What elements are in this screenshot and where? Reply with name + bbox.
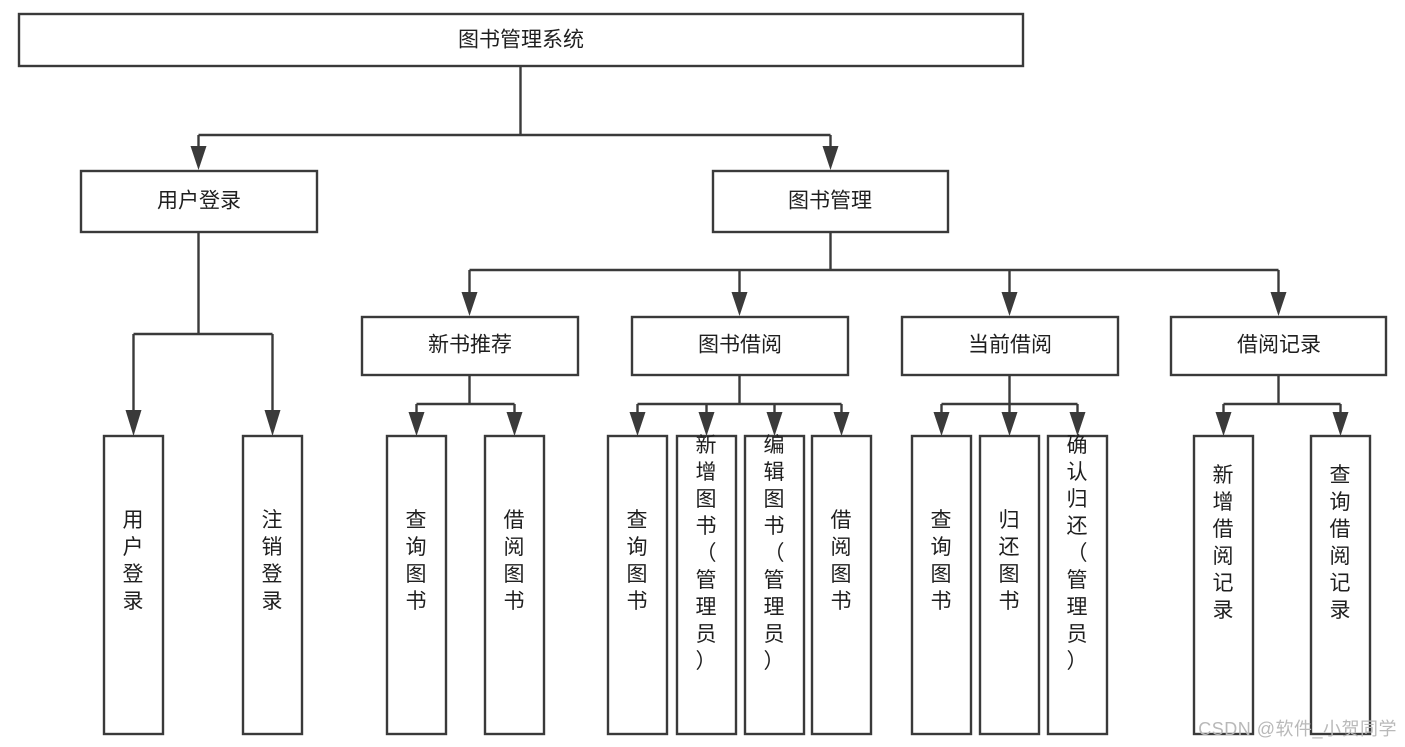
node-user-login-box[interactable] [79, 169, 319, 234]
node-leaf-query-book-2-box[interactable] [606, 434, 669, 736]
node-leaf-query-book-3-box[interactable] [910, 434, 973, 736]
arrow-head-leaf-query-book-2 [629, 412, 646, 436]
node-leaf-user-logout[interactable]: 注销登录 [241, 434, 304, 736]
node-leaf-borrow-book-1[interactable]: 借阅图书 [483, 434, 546, 736]
arrow-head-leaf-borrow-book-2 [833, 412, 850, 436]
node-book-manage-box[interactable] [711, 169, 950, 234]
node-borrow-record-box[interactable] [1169, 315, 1388, 377]
arrow-head-leaf-add-record [1215, 412, 1232, 436]
arrow-head-leaf-return-book [1001, 412, 1018, 436]
node-leaf-query-book-1-box[interactable] [385, 434, 448, 736]
node-root-box[interactable] [17, 12, 1025, 68]
arrow-head-book-borrow [731, 292, 748, 316]
node-book-manage[interactable]: 图书管理 [711, 169, 950, 234]
node-leaf-user-logout-label: 注销登录 [262, 509, 283, 613]
node-leaf-edit-book[interactable]: 编辑图书（管理员） [743, 434, 806, 736]
connector-group-book-borrow-to-leaves [629, 375, 850, 436]
node-leaf-borrow-book-2-label: 借阅图书 [831, 509, 852, 613]
node-root-label: 图书管理系统 [458, 29, 584, 52]
connector-group-new-book-rec-to-leaves [408, 375, 523, 436]
node-new-book-rec-label: 新书推荐 [428, 334, 512, 357]
connector-group-user-login-to-leaves [125, 232, 281, 436]
node-current-borrow[interactable]: 当前借阅 [900, 315, 1120, 377]
arrow-head-current-borrow [1001, 292, 1018, 316]
node-leaf-return-book-label: 归还图书 [999, 509, 1020, 613]
arrow-head-leaf-query-record [1332, 412, 1349, 436]
node-leaf-return-book-box[interactable] [978, 434, 1041, 736]
node-leaf-confirm-return-box[interactable] [1046, 434, 1109, 736]
connector-group-root-to-level2 [190, 66, 839, 170]
connector-group-book-manage-to-level3 [461, 232, 1287, 316]
connector-group-borrow-record-to-leaves [1215, 375, 1349, 436]
node-leaf-borrow-book-2-box[interactable] [810, 434, 873, 736]
node-leaf-query-book-3[interactable]: 查询图书 [910, 434, 973, 736]
node-leaf-add-book-label: 新增图书（管理员） [696, 434, 717, 673]
node-book-borrow-label: 图书借阅 [698, 334, 782, 357]
arrow-head-leaf-borrow-book-1 [506, 412, 523, 436]
connector-group-current-borrow-to-leaves [933, 375, 1086, 436]
node-leaf-add-record[interactable]: 新增借阅记录 [1192, 434, 1255, 736]
node-leaf-confirm-return-label: 确认归还（管理员） [1067, 434, 1088, 673]
node-leaf-borrow-book-1-box[interactable] [483, 434, 546, 736]
node-root[interactable]: 图书管理系统 [17, 12, 1025, 68]
csdn-watermark: CSDN @软件_小贺同学 [1198, 719, 1397, 739]
arrow-head-book-manage [822, 146, 839, 170]
arrow-head-leaf-query-book-1 [408, 412, 425, 436]
node-leaf-user-login-label: 用户登录 [123, 509, 144, 613]
node-leaf-borrow-book-2[interactable]: 借阅图书 [810, 434, 873, 736]
node-leaf-add-record-label: 新增借阅记录 [1213, 464, 1234, 622]
arrow-head-new-book-rec [461, 292, 478, 316]
node-leaf-query-book-2[interactable]: 查询图书 [606, 434, 669, 736]
node-leaf-edit-book-label: 编辑图书（管理员） [764, 434, 785, 673]
node-leaf-return-book[interactable]: 归还图书 [978, 434, 1041, 736]
arrow-head-leaf-user-login [125, 410, 142, 436]
node-leaf-query-book-2-label: 查询图书 [627, 509, 648, 613]
node-new-book-rec-box[interactable] [360, 315, 580, 377]
arrow-head-leaf-edit-book [766, 412, 783, 436]
arrow-head-leaf-user-logout [264, 410, 281, 436]
node-leaf-borrow-book-1-label: 借阅图书 [504, 509, 525, 613]
node-user-login-label: 用户登录 [157, 190, 241, 213]
node-leaf-query-book-1[interactable]: 查询图书 [385, 434, 448, 736]
node-book-borrow[interactable]: 图书借阅 [630, 315, 850, 377]
node-book-manage-label: 图书管理 [788, 190, 872, 213]
node-current-borrow-label: 当前借阅 [968, 334, 1052, 357]
node-new-book-rec[interactable]: 新书推荐 [360, 315, 580, 377]
node-leaf-user-login[interactable]: 用户登录 [102, 434, 165, 736]
node-leaf-query-record-box[interactable] [1309, 434, 1372, 736]
node-borrow-record-label: 借阅记录 [1237, 334, 1321, 357]
node-book-borrow-box[interactable] [630, 315, 850, 377]
arrow-head-leaf-add-book [698, 412, 715, 436]
node-leaf-confirm-return[interactable]: 确认归还（管理员） [1046, 434, 1109, 736]
node-leaf-add-record-box[interactable] [1192, 434, 1255, 736]
node-leaf-query-book-3-label: 查询图书 [931, 509, 952, 613]
node-leaf-user-logout-box[interactable] [241, 434, 304, 736]
arrow-head-borrow-record [1270, 292, 1287, 316]
node-leaf-query-record[interactable]: 查询借阅记录 [1309, 434, 1372, 736]
node-current-borrow-box[interactable] [900, 315, 1120, 377]
arrow-head-user-login [190, 146, 207, 170]
node-user-login[interactable]: 用户登录 [79, 169, 319, 234]
node-leaf-edit-book-box[interactable] [743, 434, 806, 736]
node-leaf-add-book-box[interactable] [675, 434, 738, 736]
node-borrow-record[interactable]: 借阅记录 [1169, 315, 1388, 377]
node-leaf-query-record-label: 查询借阅记录 [1330, 464, 1351, 622]
node-leaf-query-book-1-label: 查询图书 [406, 509, 427, 613]
arrow-head-leaf-query-book-3 [933, 412, 950, 436]
arrow-head-leaf-confirm-return [1069, 412, 1086, 436]
node-leaf-user-login-box[interactable] [102, 434, 165, 736]
node-leaf-add-book[interactable]: 新增图书（管理员） [675, 434, 738, 736]
